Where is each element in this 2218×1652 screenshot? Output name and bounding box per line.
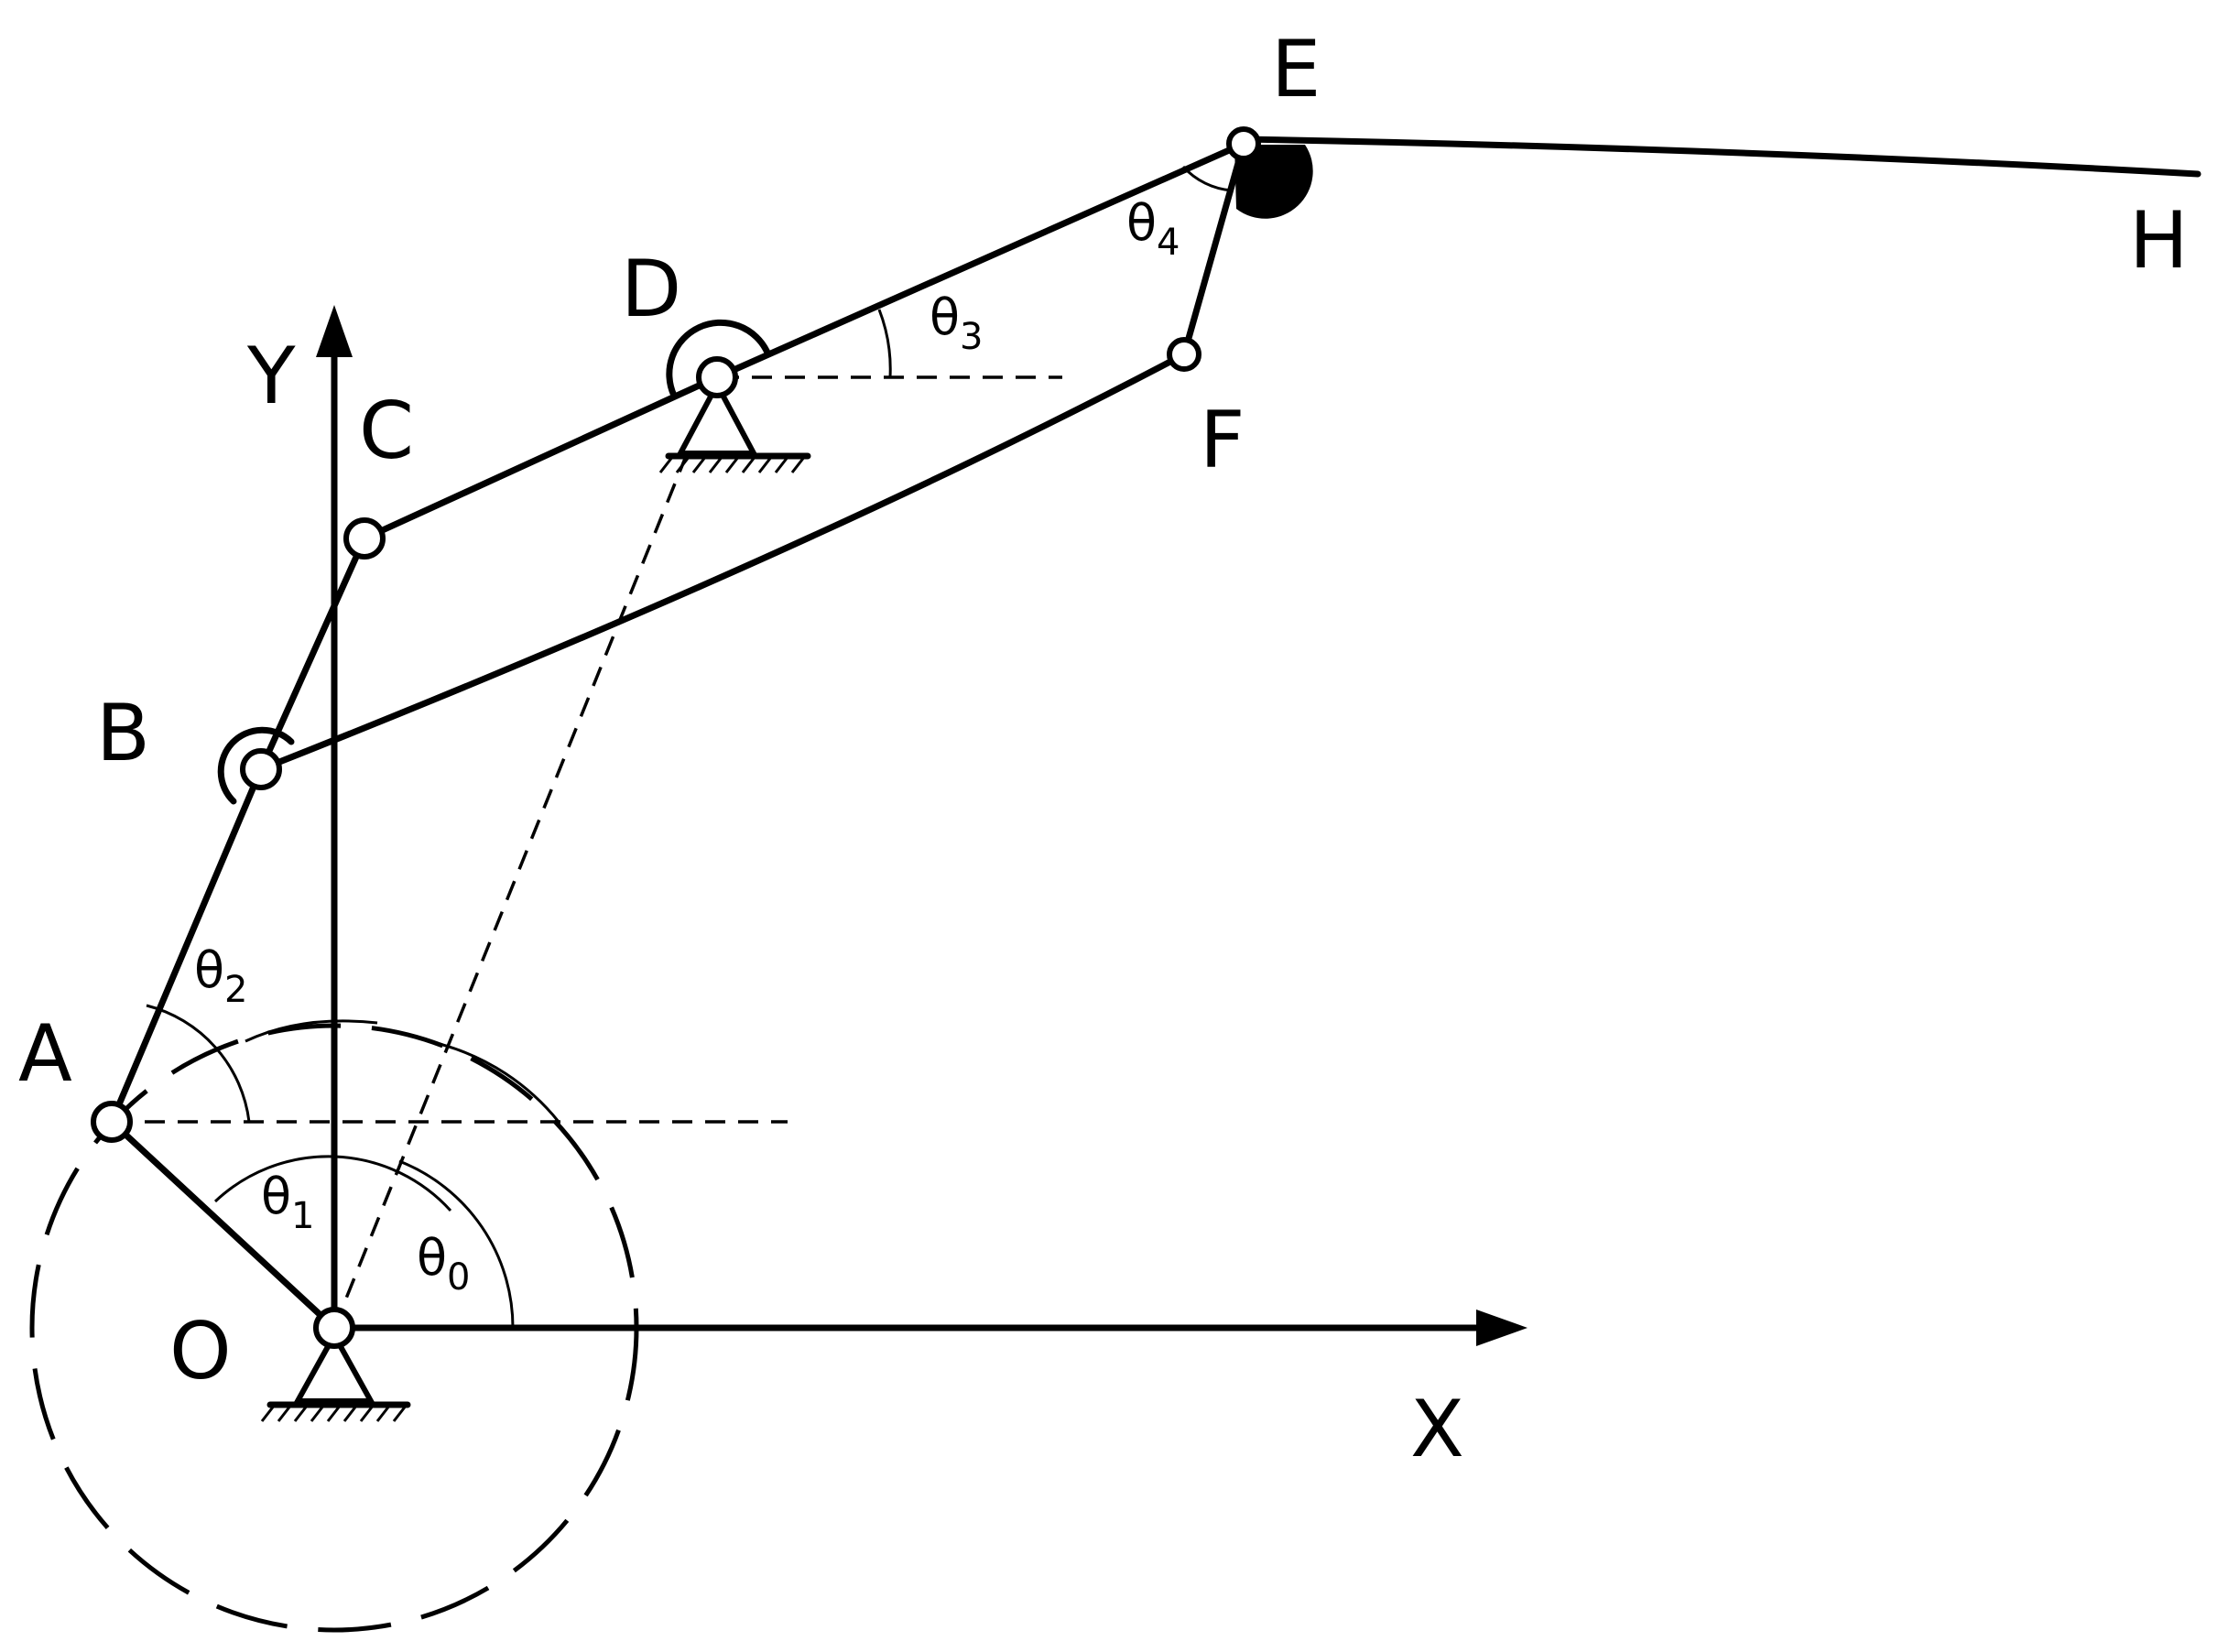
line-o-to-d bbox=[332, 378, 719, 1329]
label-theta1: θ1 bbox=[261, 1168, 315, 1237]
joint-f bbox=[1167, 337, 1201, 372]
x-axis-arrow bbox=[1476, 1310, 1528, 1346]
joint-a bbox=[91, 1101, 133, 1143]
label-h: H bbox=[2129, 195, 2189, 287]
theta2-arc bbox=[146, 1004, 251, 1123]
link-e-f bbox=[1180, 140, 1247, 358]
label-a: A bbox=[18, 1008, 72, 1100]
label-d: D bbox=[621, 244, 681, 335]
link-c-d bbox=[361, 374, 721, 542]
joint-b bbox=[240, 748, 282, 790]
link-e-h bbox=[1240, 136, 2202, 178]
joint-o bbox=[313, 1307, 355, 1349]
label-b: B bbox=[96, 688, 150, 779]
link-b-f bbox=[257, 351, 1188, 773]
label-o: O bbox=[169, 1306, 232, 1397]
joint-housing-e bbox=[1234, 145, 1313, 219]
axes bbox=[316, 305, 1528, 1346]
ground-support-d bbox=[658, 378, 811, 473]
joint-d bbox=[696, 356, 738, 398]
links bbox=[108, 136, 2202, 1331]
label-f: F bbox=[1200, 395, 1245, 486]
label-e: E bbox=[1271, 24, 1321, 115]
theta1-arc bbox=[213, 1155, 452, 1212]
y-axis-arrow bbox=[316, 305, 353, 357]
label-c: C bbox=[359, 386, 414, 477]
joint-housing-b bbox=[217, 726, 295, 805]
theta3-arc bbox=[877, 309, 892, 378]
ground-support-o bbox=[260, 1329, 411, 1422]
label-theta2: θ2 bbox=[194, 941, 248, 1011]
joint-e bbox=[1226, 126, 1261, 161]
joints bbox=[91, 126, 1261, 1349]
label-theta3: θ3 bbox=[930, 288, 984, 358]
joint-housing-d bbox=[666, 319, 771, 399]
theta0-arc bbox=[398, 1159, 515, 1329]
joint-c bbox=[343, 517, 386, 560]
theta0-outer-arc bbox=[439, 1042, 560, 1123]
theta2-outer-arc bbox=[245, 1019, 378, 1043]
label-theta4: θ4 bbox=[1126, 194, 1180, 264]
label-x-axis: X bbox=[1410, 1384, 1464, 1475]
link-a-b bbox=[108, 766, 265, 1125]
label-theta0: θ0 bbox=[417, 1229, 471, 1299]
link-o-a bbox=[108, 1118, 338, 1331]
link-d-e bbox=[713, 140, 1247, 381]
label-y-axis: Y bbox=[246, 331, 296, 422]
